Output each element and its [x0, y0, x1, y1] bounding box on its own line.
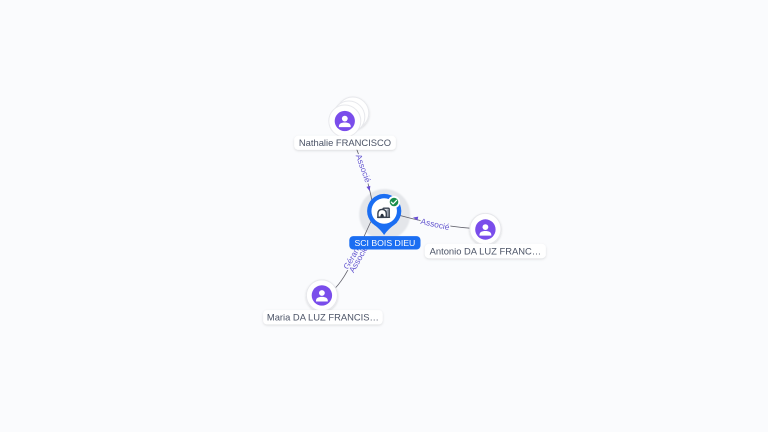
svg-text:Associé: Associé [354, 153, 374, 184]
svg-text:Associé: Associé [420, 216, 451, 232]
svg-text:Antonio DA LUZ FRANC…: Antonio DA LUZ FRANC… [430, 245, 542, 256]
svg-text:SCI BOIS DIEU: SCI BOIS DIEU [354, 238, 415, 248]
svg-text:Nathalie FRANCISCO: Nathalie FRANCISCO [299, 137, 391, 148]
svg-text:Maria DA LUZ FRANCIS…: Maria DA LUZ FRANCIS… [267, 312, 379, 323]
